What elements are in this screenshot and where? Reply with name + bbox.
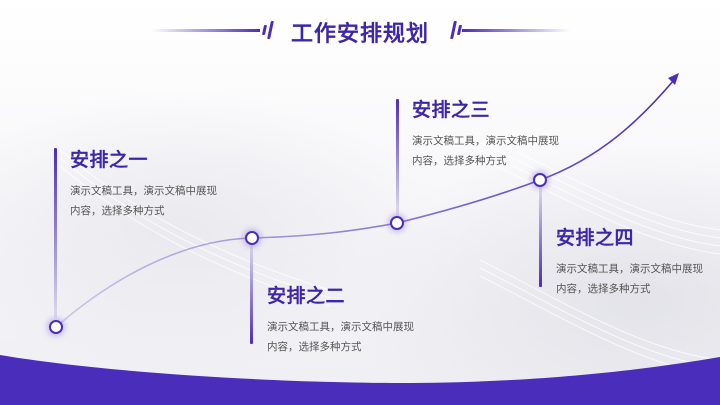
- milestone-card-3: 安排之三 演示文稿工具，演示文稿中展现内容，选择多种方式: [412, 99, 562, 171]
- title-divider-right: [462, 29, 570, 32]
- milestone-1-connector: [54, 148, 57, 318]
- milestone-description: 演示文稿工具，演示文稿中展现内容，选择多种方式: [556, 263, 703, 295]
- milestone-3-connector: [396, 99, 399, 216]
- milestone-title: 安排之三: [412, 99, 491, 121]
- page-title: 工作安排规划: [290, 22, 429, 47]
- milestone-title: 安排之一: [70, 149, 149, 171]
- milestone-description: 演示文稿工具，演示文稿中展现内容，选择多种方式: [267, 321, 414, 353]
- milestone-card-2: 安排之二 演示文稿工具，演示文稿中展现内容，选择多种方式: [267, 285, 417, 357]
- milestone-4-connector: [539, 186, 542, 287]
- milestone-card-4: 安排之四 演示文稿工具，演示文稿中展现内容，选择多种方式: [556, 227, 706, 299]
- milestone-description: 演示文稿工具，演示文稿中展现内容，选择多种方式: [412, 135, 559, 167]
- milestone-description: 演示文稿工具，演示文稿中展现内容，选择多种方式: [70, 185, 217, 217]
- title-divider-left: [152, 29, 260, 32]
- milestone-1-node[interactable]: [49, 320, 63, 334]
- milestone-2-connector: [250, 244, 253, 344]
- slide-header: 工作安排规划: [0, 14, 720, 47]
- milestone-card-1: 安排之一 演示文稿工具，演示文稿中展现内容，选择多种方式: [70, 149, 220, 221]
- arrow-head-icon: [668, 73, 679, 85]
- milestone-2-node[interactable]: [245, 231, 259, 245]
- milestone-title: 安排之二: [267, 285, 346, 307]
- milestone-3-node[interactable]: [390, 216, 404, 230]
- milestone-title: 安排之四: [556, 227, 635, 249]
- milestone-4-node[interactable]: [533, 173, 547, 187]
- footer-wave-band: [0, 355, 720, 405]
